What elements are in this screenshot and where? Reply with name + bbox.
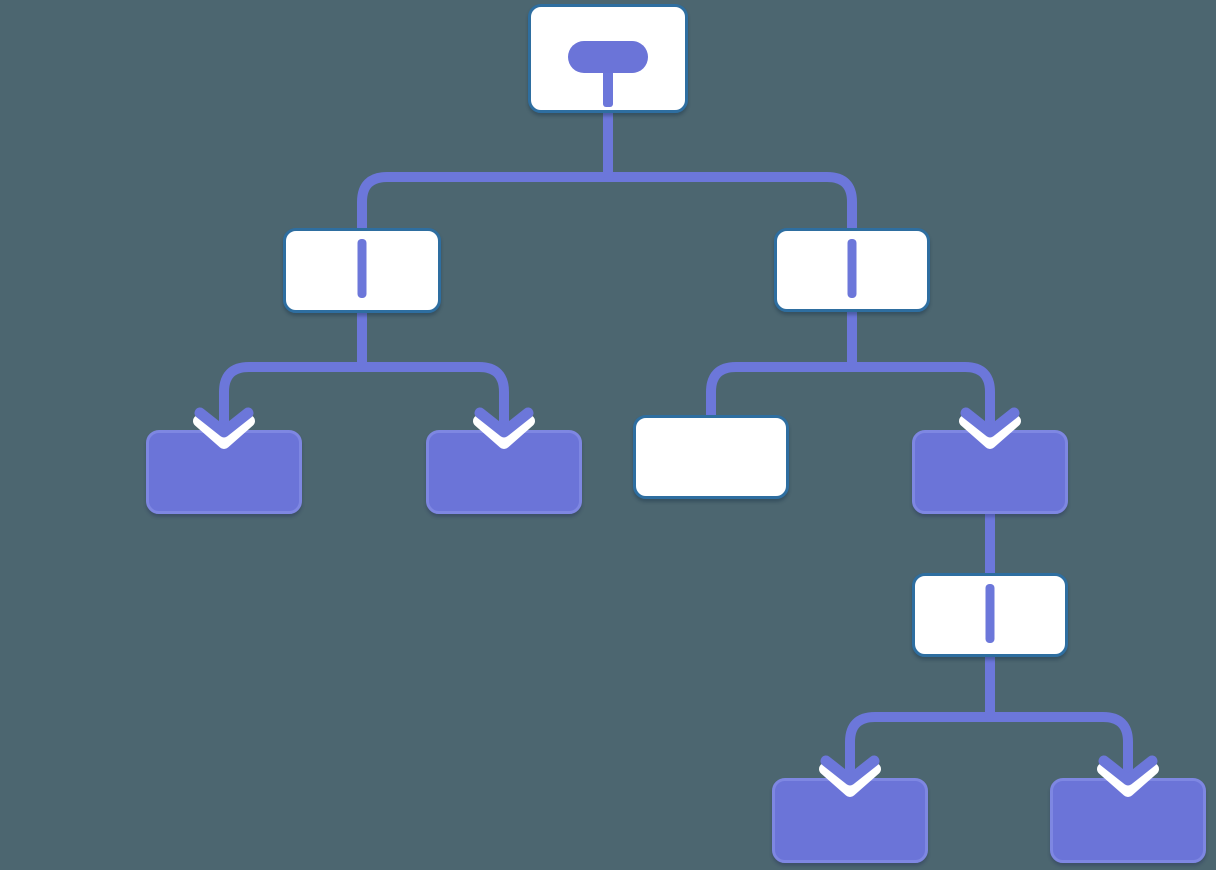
tree-node-node-right-purple[interactable] bbox=[912, 430, 1068, 514]
tree-node-leaf-left-2[interactable] bbox=[426, 430, 582, 514]
connector-branch-right-to-leaf-right-white bbox=[706, 305, 857, 428]
tree-node-root[interactable] bbox=[528, 4, 688, 113]
tree-node-leaf-bottom-1[interactable] bbox=[772, 778, 928, 863]
tree-node-leaf-right-white[interactable] bbox=[633, 415, 789, 499]
tree-node-branch-left[interactable] bbox=[283, 228, 441, 313]
tree-node-leaf-bottom-2[interactable] bbox=[1050, 778, 1206, 863]
connector-branch-left-to-leaf-left-2 bbox=[357, 306, 509, 427]
pass-through-line-icon bbox=[985, 584, 995, 643]
connector-branch-right-to-node-right-purple bbox=[847, 305, 995, 427]
tree-node-branch-right[interactable] bbox=[774, 228, 930, 312]
tree-node-leaf-left-1[interactable] bbox=[146, 430, 302, 514]
connector-branch-left-to-leaf-left-1 bbox=[219, 306, 367, 427]
pass-through-line-icon bbox=[357, 239, 367, 298]
root-pill-stem-icon bbox=[603, 69, 613, 107]
pass-through-line-icon bbox=[847, 239, 857, 298]
connector-root-to-branch-right bbox=[603, 106, 857, 241]
connector-root-to-branch-left bbox=[357, 106, 613, 241]
tree-node-node-right-pass[interactable] bbox=[912, 573, 1068, 657]
root-pill-icon bbox=[568, 41, 648, 73]
connector-node-right-pass-to-leaf-bottom-2 bbox=[985, 650, 1133, 775]
connector-node-right-pass-to-leaf-bottom-1 bbox=[845, 650, 995, 775]
